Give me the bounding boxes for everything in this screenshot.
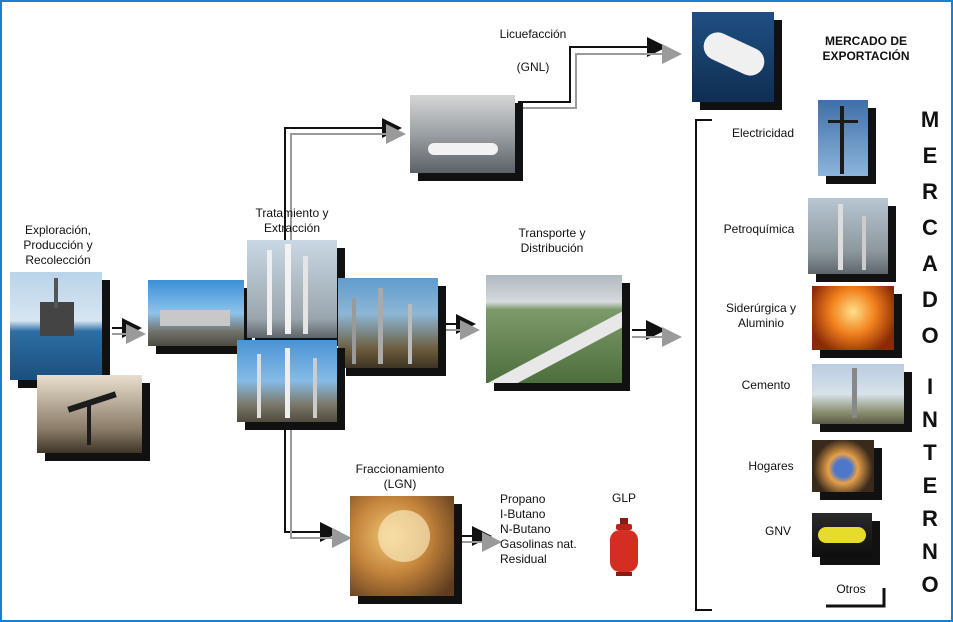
gas-plant-photo bbox=[148, 280, 244, 346]
arrow-tratamiento-licuefaccion bbox=[284, 118, 406, 250]
petrochemical-plant-photo bbox=[808, 198, 888, 274]
label-hogares: Hogares bbox=[748, 459, 794, 473]
vertical-letter: R bbox=[922, 506, 938, 531]
arrow-transporte-mercado bbox=[632, 320, 682, 347]
vertical-letter: E bbox=[922, 473, 938, 498]
vertical-letter: C bbox=[922, 215, 938, 240]
arrow-licuefaccion-exportacion bbox=[518, 37, 682, 109]
vertical-letter: A bbox=[922, 251, 938, 276]
vertical-letter: R bbox=[922, 179, 938, 204]
cng-cylinder-photo bbox=[812, 513, 872, 557]
label-tratamiento: Tratamiento y Extracción bbox=[255, 206, 329, 235]
producto-i-butano: I-Butano bbox=[500, 507, 546, 521]
arrow-planta-transporte bbox=[446, 314, 480, 340]
power-tower-photo bbox=[818, 100, 868, 176]
label-exploracion: Exploración, Producción y Recolección bbox=[23, 223, 93, 267]
pipeline-photo bbox=[486, 275, 622, 383]
vertical-letter: T bbox=[923, 440, 937, 465]
label-electricidad: Electricidad bbox=[731, 126, 795, 140]
lng-terminal-photo bbox=[410, 95, 515, 173]
label-mercado-exportacion: MERCADO DE EXPORTACIÓN bbox=[822, 34, 910, 63]
vertical-letter: E bbox=[922, 143, 938, 168]
label-siderurgica: Siderúrgica y Aluminio bbox=[725, 301, 797, 330]
label-transporte: Transporte y Distribución bbox=[518, 226, 586, 255]
producto-residual: Residual bbox=[500, 552, 547, 566]
label-petroquimica: Petroquímica bbox=[723, 222, 795, 236]
fractionation-tank-photo bbox=[350, 496, 454, 596]
arrow-exploracion-planta bbox=[112, 318, 146, 344]
label-fraccionamiento: Fraccionamiento (LGN) bbox=[355, 462, 445, 491]
label-glp: GLP bbox=[611, 491, 636, 505]
offshore-platform-photo bbox=[10, 272, 102, 380]
vertical-letter: D bbox=[922, 287, 938, 312]
vertical-letter: N bbox=[922, 539, 938, 564]
pumpjack-photo bbox=[37, 375, 142, 453]
vertical-letter: M bbox=[920, 107, 940, 132]
home-stove-photo bbox=[812, 440, 874, 492]
vertical-letter: I bbox=[926, 374, 934, 399]
producto-propano: Propano bbox=[500, 492, 546, 506]
refinery-photo bbox=[338, 278, 438, 368]
lpg-cylinder-icon bbox=[610, 518, 638, 576]
label-otros: Otros bbox=[836, 582, 866, 596]
arrow-fraccionamiento-productos bbox=[460, 526, 502, 552]
bracket-mercado-interno bbox=[695, 119, 712, 611]
extraction-plant-photo bbox=[237, 340, 337, 422]
vertical-letter: N bbox=[922, 407, 938, 432]
label-cemento: Cemento bbox=[741, 378, 791, 392]
producto-n-butano: N-Butano bbox=[500, 522, 551, 536]
lng-tanker-photo bbox=[692, 12, 774, 102]
arrow-tratamiento-fraccionamiento bbox=[284, 430, 352, 548]
label-licuefaccion: Licuefacción bbox=[499, 27, 567, 41]
steel-furnace-photo bbox=[812, 286, 894, 350]
vertical-letter: O bbox=[921, 572, 939, 597]
list-productos: Propano I-Butano N-Butano Gasolinas nat.… bbox=[500, 492, 577, 567]
producto-gasolinas: Gasolinas nat. bbox=[500, 537, 577, 551]
bracket-otros bbox=[826, 588, 886, 608]
treatment-tower-photo bbox=[247, 240, 337, 338]
label-gnv: GNV bbox=[764, 524, 791, 538]
label-gnl: (GNL) bbox=[516, 60, 550, 74]
vertical-letter: O bbox=[921, 323, 939, 348]
cement-plant-photo bbox=[812, 364, 904, 424]
